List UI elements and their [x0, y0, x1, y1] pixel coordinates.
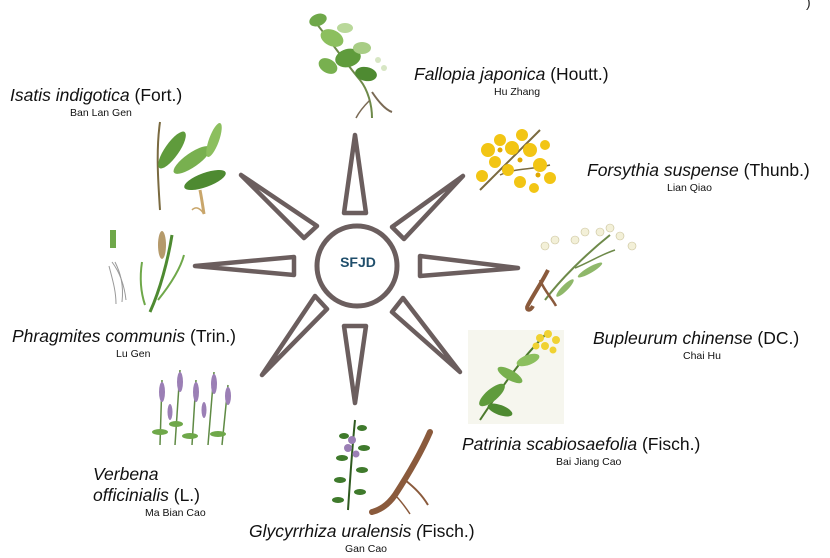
latin-name: Glycyrrhiza uralensis (: [249, 521, 422, 541]
herb-label-patrinia: Patrinia scabiosaefolia (Fisch.) Bai Jia…: [462, 434, 700, 469]
isatis-plant-illustration: [154, 121, 228, 214]
phragmites-plant-illustration: [109, 230, 184, 312]
center-label-sfjd: SFJD: [325, 254, 391, 270]
herb-label-verbena: Verbena officinialis (L.) Ma Bian Cao: [93, 464, 206, 520]
patrinia-plant-illustration: [468, 330, 564, 424]
common-name: Ban Lan Gen: [10, 106, 182, 120]
latin-name: Forsythia suspense: [587, 160, 739, 180]
forsythia-plant-illustration: [476, 129, 556, 193]
authority: (Fisch.): [642, 434, 700, 454]
latin-name: Patrinia scabiosaefolia: [462, 434, 637, 454]
herb-label-fallopia: Fallopia japonica (Houtt.) Hu Zhang: [414, 64, 609, 99]
authority: (Houtt.): [550, 64, 608, 84]
herb-label-glycyrrhiza: Glycyrrhiza uralensis (Fisch.) Gan Cao: [249, 521, 475, 556]
authority: Fisch.): [422, 521, 475, 541]
verbena-plant-illustration: [152, 370, 231, 445]
ray-east: [420, 256, 518, 276]
common-name: Bai Jiang Cao: [462, 455, 700, 469]
common-name: Hu Zhang: [414, 85, 609, 99]
herb-label-bupleurum: Bupleurum chinense (DC.) Chai Hu: [593, 328, 799, 363]
authority: (DC.): [757, 328, 799, 348]
common-name: Gan Cao: [249, 542, 475, 556]
ray-south: [344, 326, 366, 403]
ray-north: [344, 135, 366, 213]
latin-name-line2: officinialis: [93, 485, 169, 505]
latin-name-line1: Verbena: [93, 464, 159, 484]
authority: (Trin.): [190, 326, 236, 346]
common-name: Lian Qiao: [587, 181, 810, 195]
latin-name: Bupleurum chinense: [593, 328, 753, 348]
herb-label-forsythia: Forsythia suspense (Thunb.) Lian Qiao: [587, 160, 810, 195]
ray-southwest: [262, 296, 327, 375]
herb-label-phragmites: Phragmites communis (Trin.) Lu Gen: [12, 326, 236, 361]
ray-west: [195, 257, 294, 275]
latin-name: Isatis indigotica: [10, 85, 130, 105]
corner-fragment: ): [806, 0, 811, 10]
ray-northwest: [241, 175, 317, 238]
authority: (Fort.): [135, 85, 183, 105]
bupleurum-plant-illustration: [527, 224, 636, 310]
glycyrrhiza-plant-illustration: [332, 420, 430, 514]
latin-name: Phragmites communis: [12, 326, 185, 346]
common-name: Lu Gen: [12, 347, 236, 361]
authority: (Thunb.): [744, 160, 810, 180]
ray-northeast: [392, 176, 463, 239]
authority: (L.): [174, 485, 200, 505]
common-name: Chai Hu: [593, 349, 799, 363]
fallopia-plant-illustration: [307, 11, 392, 118]
latin-name: Fallopia japonica: [414, 64, 545, 84]
common-name: Ma Bian Cao: [93, 506, 206, 520]
ray-southeast: [392, 298, 460, 372]
herb-label-isatis: Isatis indigotica (Fort.) Ban Lan Gen: [10, 85, 182, 120]
